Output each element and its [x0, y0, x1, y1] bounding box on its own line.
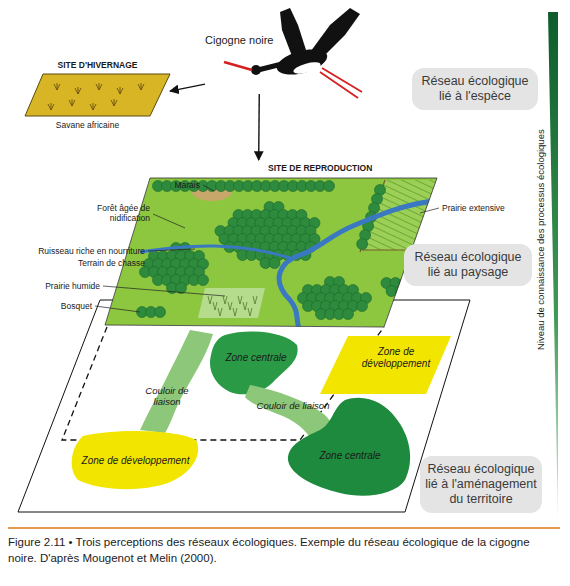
- node-label: Zone de développement: [71, 455, 200, 467]
- network-level-box: Réseau écologique lié à l'aménagement du…: [420, 456, 542, 513]
- knowledge-wedge: [548, 12, 558, 520]
- caption-rule: [8, 527, 560, 529]
- wintering-site: SITE D'HIVERNAGE Savane africaine: [25, 60, 170, 142]
- site-heading: SITE DE REPRODUCTION: [268, 163, 443, 173]
- stork-figure: Cigogne noire: [205, 28, 360, 94]
- landscape: [105, 178, 440, 332]
- development-zone: Zone de développement: [318, 334, 453, 396]
- arrow-connector: [170, 84, 205, 91]
- node-shape: [135, 330, 215, 435]
- callout-label: Bosquet: [20, 301, 92, 311]
- figure-caption: Figure 2.11 • Trois perceptions des rése…: [8, 534, 560, 566]
- callout-label: Marais: [150, 180, 200, 190]
- callout-label: Forêt âgée de nidification: [60, 203, 150, 223]
- level-text: Réseau écologique lié à l'espèce: [417, 74, 533, 104]
- node-label: Cigogne noire: [205, 34, 285, 47]
- callout-label: Prairie extensive: [442, 203, 516, 213]
- node-label: Savane africaine: [25, 120, 150, 130]
- node-label: Zone de développement: [354, 346, 438, 370]
- breeding-site: SITE DE REPRODUCTION: [100, 160, 445, 330]
- level-text: Réseau écologique lié à l'aménagement du…: [425, 462, 537, 507]
- site-heading: SITE D'HIVERNAGE: [25, 60, 170, 70]
- level-text: Réseau écologique lié au paysage: [409, 250, 527, 280]
- node-label: Zone centrale: [297, 450, 403, 462]
- callout-label: Prairie humide: [20, 281, 100, 291]
- black-stork: [224, 8, 362, 98]
- arrow-connector: [258, 94, 260, 160]
- link-corridor: Couloir de liaison: [135, 330, 215, 435]
- callout-label: Terrain de chasse: [40, 258, 145, 268]
- node-label: Couloir de liaison: [139, 385, 195, 408]
- development-zone: Zone de développement: [68, 428, 203, 493]
- network-level-box: Réseau écologique lié à l'espèce: [412, 68, 538, 110]
- node-label: Couloir de liaison: [247, 400, 339, 411]
- territory-plane: [18, 300, 470, 512]
- axis-label: Niveau de connaissance des processus éco…: [535, 110, 546, 370]
- network-level-box: Réseau écologique lié au paysage: [404, 244, 532, 286]
- node-label: Zone centrale: [217, 352, 295, 364]
- callout-label: Ruisseau riche en nourriture: [10, 246, 145, 256]
- node-shape: [100, 160, 445, 330]
